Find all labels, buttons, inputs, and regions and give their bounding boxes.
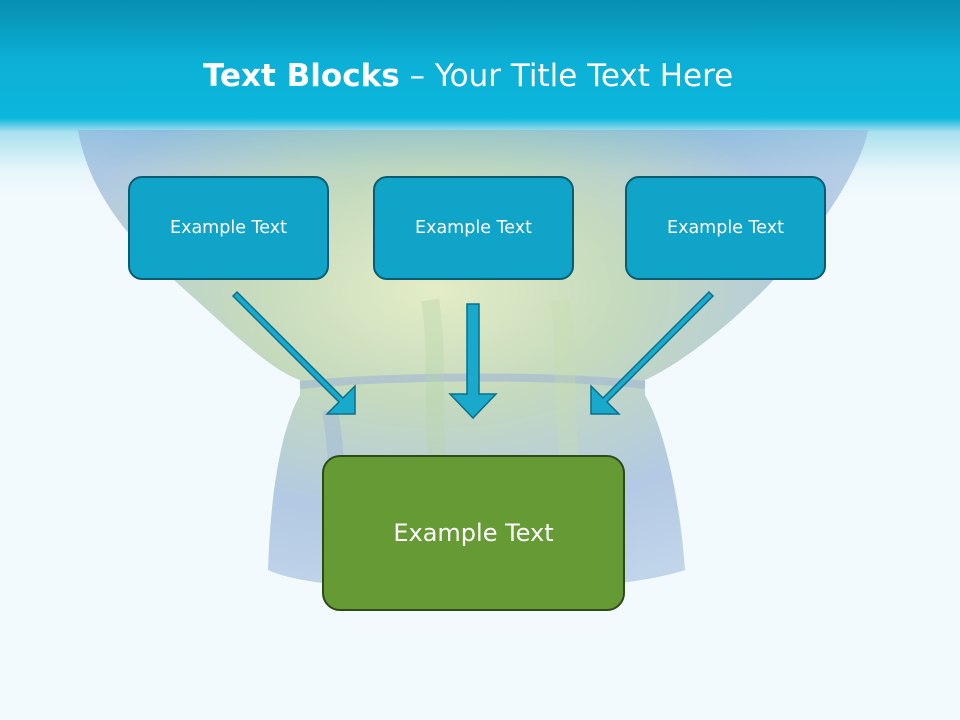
text-block-3[interactable]: Example Text [625, 176, 826, 280]
text-block-2[interactable]: Example Text [373, 176, 574, 280]
slide-title-rest: – Your Title Text Here [399, 58, 734, 94]
result-text-block[interactable]: Example Text [322, 455, 625, 611]
center-arrow [448, 303, 498, 420]
right-arrow [590, 290, 715, 415]
slide-title: Text Blocks – Your Title Text Here [203, 56, 733, 96]
left-arrow [231, 290, 356, 415]
slide-title-bold: Text Blocks [203, 58, 400, 94]
text-block-1[interactable]: Example Text [128, 176, 329, 280]
